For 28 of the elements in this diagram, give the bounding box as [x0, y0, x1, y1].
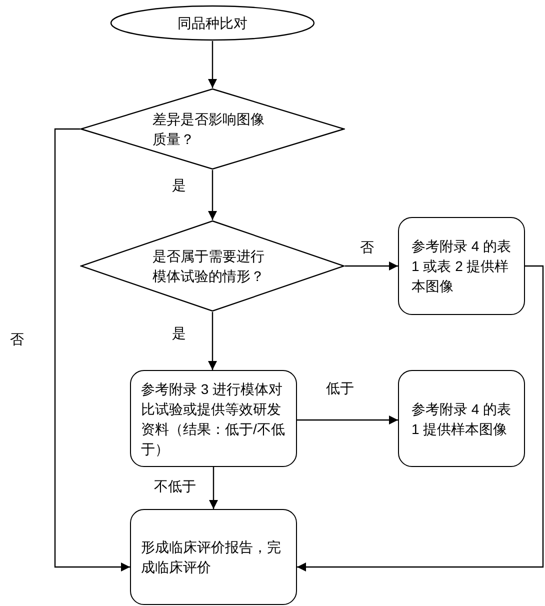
node-text: 形成临床评价报告，完成临床评价 [141, 538, 282, 577]
arrow [208, 41, 217, 88]
edge-label: 否 [8, 330, 26, 348]
arrow [209, 467, 218, 509]
node-text: 参考附录 4 的表 1 或表 2 提供样本图像 [412, 237, 512, 296]
edge-label: 低于 [324, 379, 356, 397]
arrow [54, 128, 130, 572]
process-box [398, 217, 525, 315]
arrow [297, 416, 398, 424]
node-text: 同品种比对 [176, 14, 248, 33]
arrow [208, 312, 217, 370]
edge-label: 不低于 [152, 477, 198, 495]
node-text: 参考附录 3 进行模体对比试验或提供等效研发资料（结果：低于/不低于） [141, 380, 286, 458]
node-text: 差异是否影响图像质量？ [152, 110, 266, 149]
node-text: 参考附录 4 的表 1 提供样本图像 [412, 400, 512, 438]
edge-label: 否 [358, 238, 376, 256]
arrow [345, 262, 398, 270]
node-text: 是否属于需要进行模体试验的情形？ [152, 247, 266, 286]
edge-label: 是 [170, 176, 188, 194]
edge-label: 是 [170, 324, 188, 342]
start-ellipse [110, 5, 315, 41]
process-box [130, 370, 297, 467]
arrow [297, 265, 544, 572]
process-box [130, 509, 297, 605]
arrow [208, 170, 217, 220]
process-box [398, 370, 525, 467]
decision-diamond [80, 88, 345, 170]
decision-diamond [80, 220, 345, 312]
